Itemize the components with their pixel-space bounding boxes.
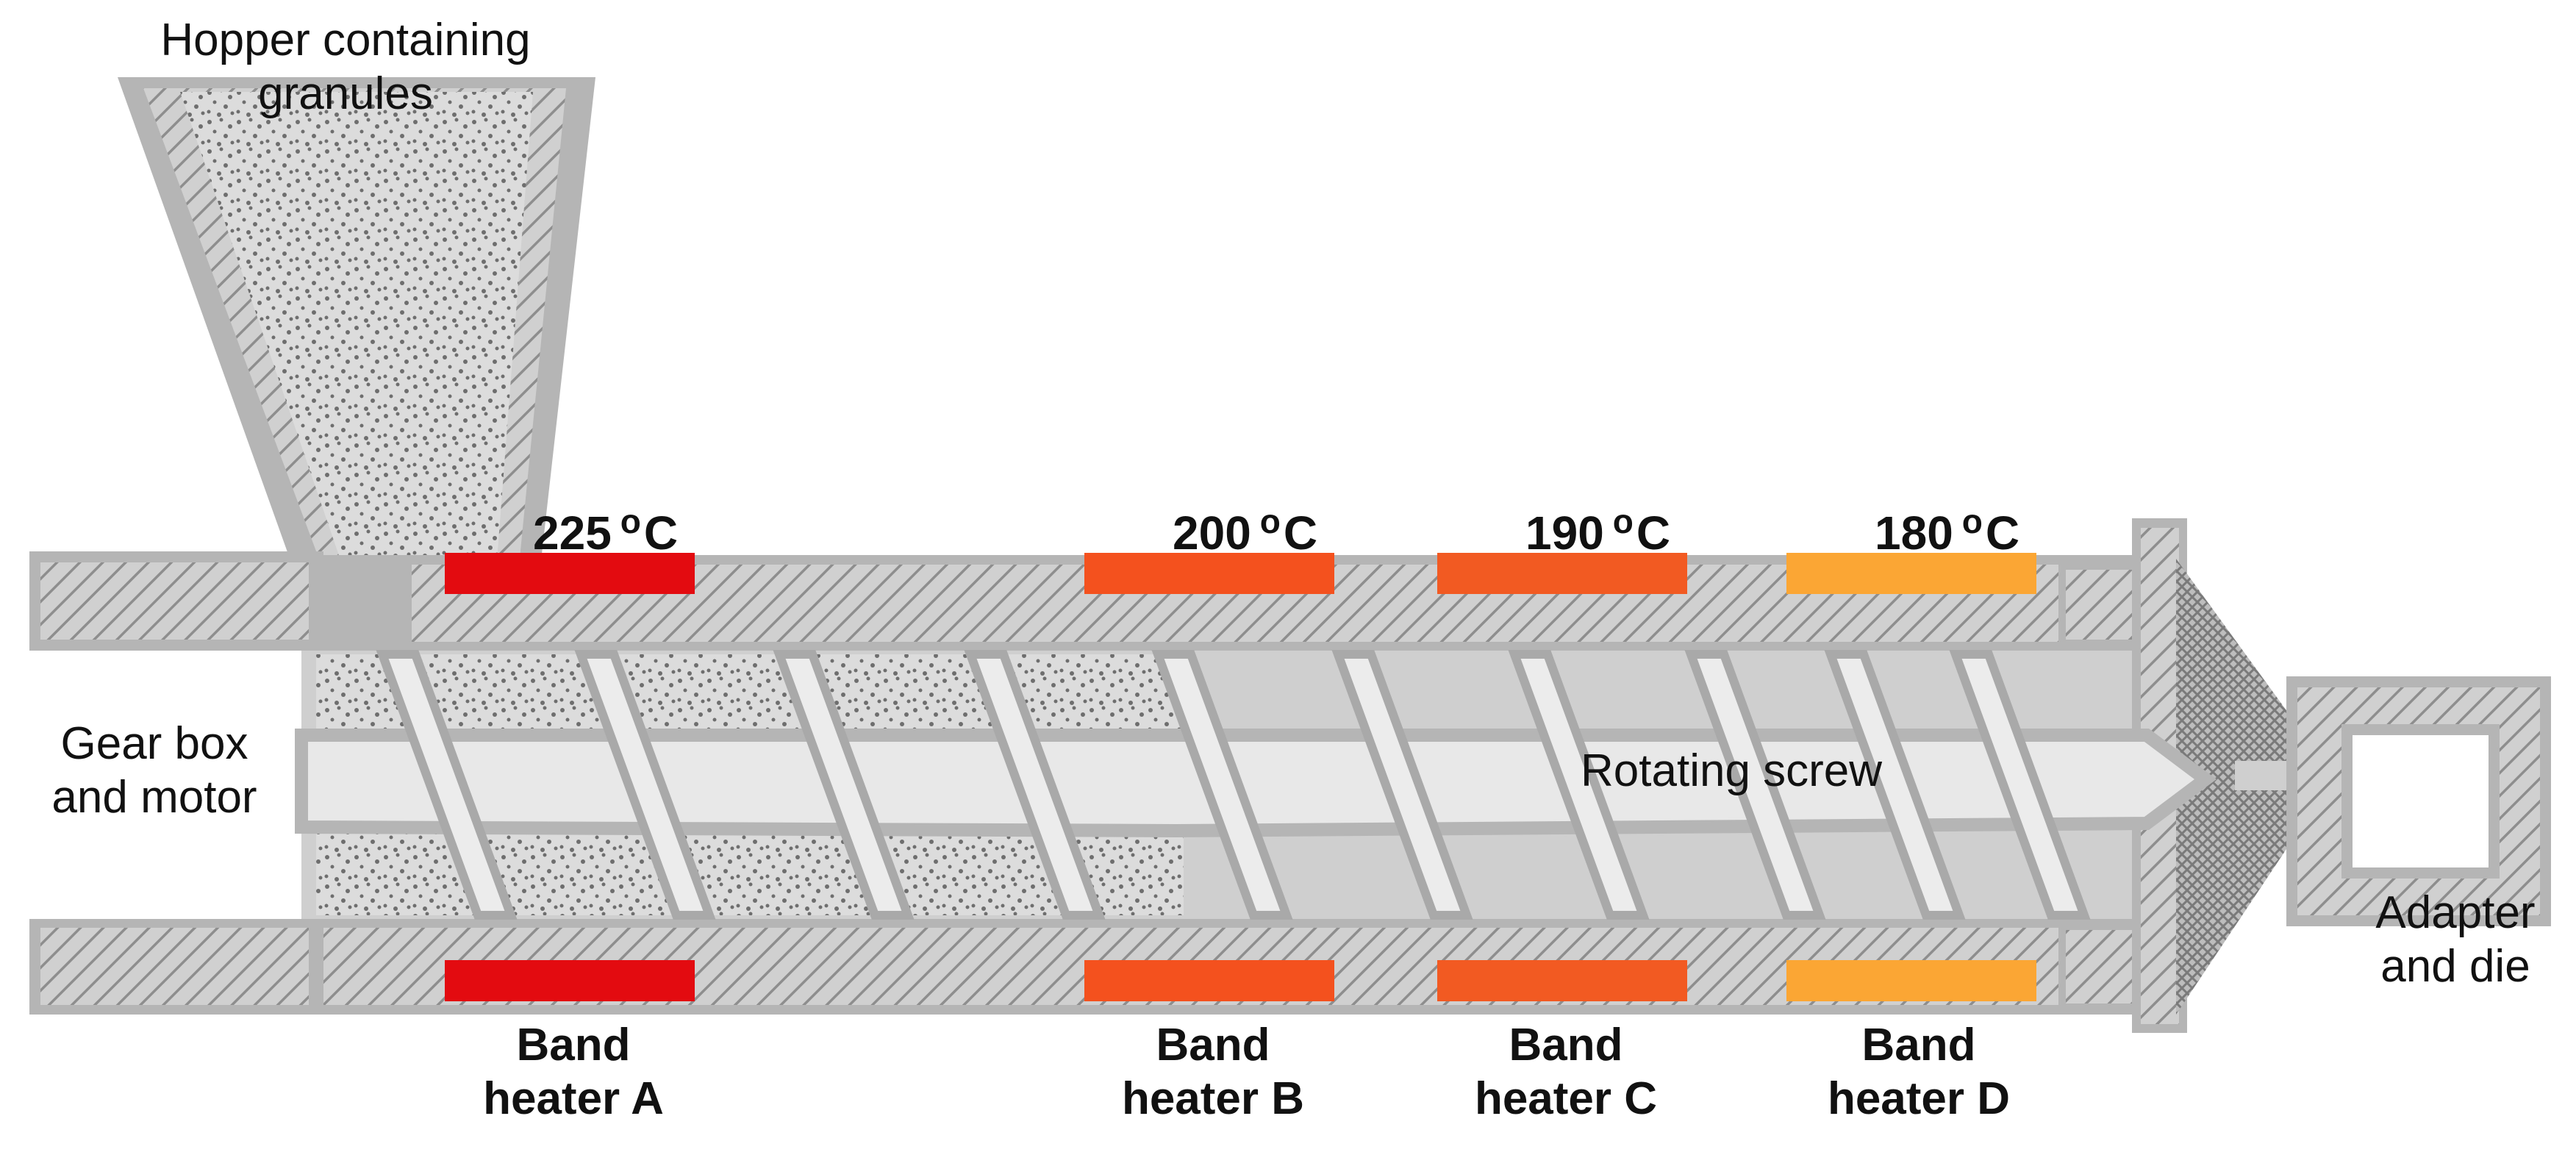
gearbox-label-line1: Gear box xyxy=(60,718,248,769)
heater-d-degree: o xyxy=(1961,502,1983,540)
screw-flight xyxy=(574,650,716,920)
gearbox-label: Gear box and motor xyxy=(0,717,309,824)
screw-flight xyxy=(1949,650,2091,920)
screw-flight xyxy=(1151,650,1293,920)
heater-b-band-bottom xyxy=(1084,960,1334,1001)
screw-label-text: Rotating screw xyxy=(1581,745,1883,796)
heater-a-degree: o xyxy=(620,502,641,540)
screw-flight xyxy=(1331,650,1473,920)
adapter-label-line1: Adapter xyxy=(2375,887,2536,938)
heater-d-label: Band heater D xyxy=(1779,1018,2058,1126)
heater-c-label: Band heater C xyxy=(1434,1018,1698,1126)
heater-b-unit: C xyxy=(1283,507,1318,559)
heater-b-degree: o xyxy=(1259,502,1281,540)
heater-a-label: Band heater A xyxy=(441,1018,706,1126)
adapter-die xyxy=(2286,676,2551,926)
heater-b-band-top xyxy=(1084,553,1334,594)
gearbox-label-line2: and motor xyxy=(51,772,257,823)
heater-a-band-bottom xyxy=(445,960,695,1001)
heater-b-label-line2: heater B xyxy=(1121,1073,1305,1125)
heater-c-band-bottom xyxy=(1437,960,1687,1001)
heater-c-band-top xyxy=(1437,553,1687,594)
screw-flight xyxy=(376,650,518,920)
heater-d-label-line2: heater D xyxy=(1827,1073,2011,1125)
screw-flight xyxy=(1508,650,1650,920)
screw-flight xyxy=(1684,650,1826,920)
hopper-label: Hopper containing granules xyxy=(88,13,603,121)
heater-d-band-bottom xyxy=(1786,960,2036,1001)
screw-flights xyxy=(376,650,2091,920)
heater-b-label-line1: Band xyxy=(1156,1020,1270,1070)
hopper xyxy=(118,77,595,632)
gearbox-housing xyxy=(29,551,323,1015)
heater-bands xyxy=(445,553,2036,1001)
heater-c-label-line2: heater C xyxy=(1474,1073,1658,1125)
screw-flight xyxy=(773,650,915,920)
heater-b-temp-value: 200 xyxy=(1173,507,1251,559)
heater-a-unit: C xyxy=(643,507,679,559)
heater-a-temp-value: 225 xyxy=(533,507,612,559)
heater-c-label-line1: Band xyxy=(1509,1020,1623,1070)
screw-flight xyxy=(964,650,1106,920)
heater-a-label-line2: heater A xyxy=(483,1073,664,1125)
heater-c-unit: C xyxy=(1636,507,1671,559)
heater-c-degree: o xyxy=(1612,502,1634,540)
heater-d-label-line1: Band xyxy=(1861,1020,1976,1070)
heater-b-label: Band heater B xyxy=(1081,1018,1345,1126)
heater-c-temp-value: 190 xyxy=(1525,507,1604,559)
screw-label: Rotating screw xyxy=(1581,744,1963,798)
heater-d-band-top xyxy=(1786,553,2036,594)
hopper-label-line1: Hopper containing xyxy=(160,15,531,65)
heater-a-band-top xyxy=(445,553,695,594)
heater-d-unit: C xyxy=(1985,507,2020,559)
screw-flight xyxy=(1824,650,1966,920)
heater-d-temp-value: 180 xyxy=(1875,507,1953,559)
adapter-label-line2: and die xyxy=(2380,941,2530,992)
adapter-label: Adapter and die xyxy=(2345,886,2566,993)
heater-a-label-line1: Band xyxy=(516,1020,631,1070)
hopper-label-line2: granules xyxy=(258,68,433,120)
